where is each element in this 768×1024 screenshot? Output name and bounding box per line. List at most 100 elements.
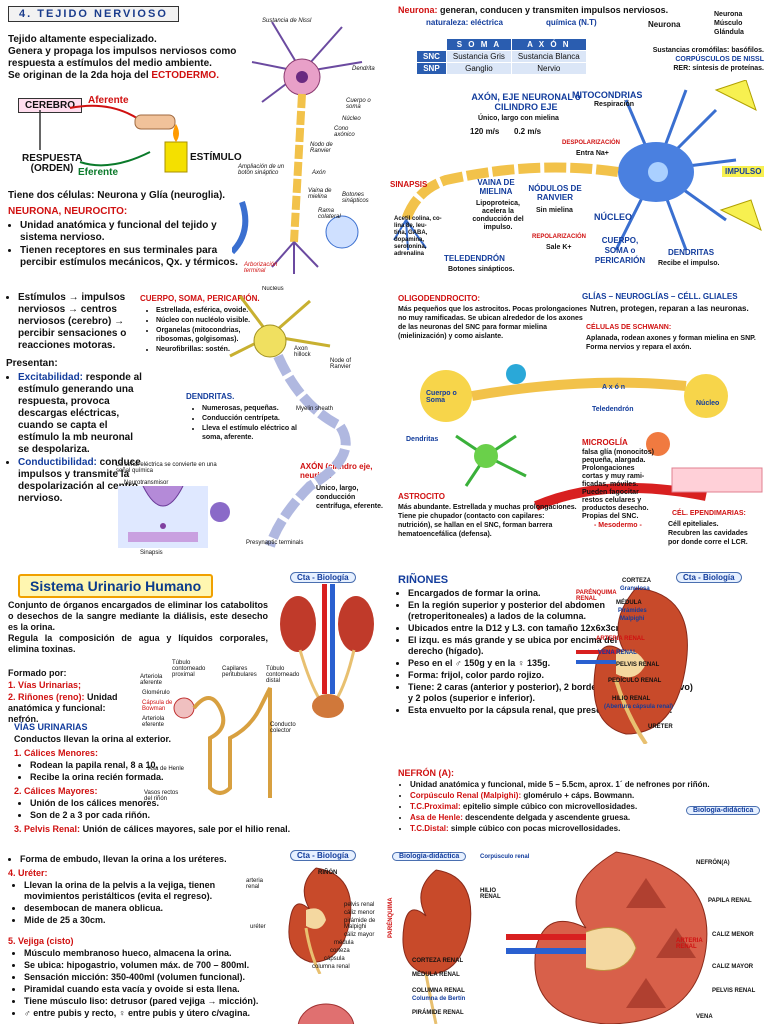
artery-shape xyxy=(576,650,616,654)
myelin-axon xyxy=(401,162,619,222)
piramide-label: pirámide de Malpighi xyxy=(344,918,376,930)
glomerulo-shape xyxy=(173,697,195,719)
list-item: T.C.Proximal: epitelio simple cúbico con… xyxy=(410,802,720,812)
axon-text: Único, largo con mielina xyxy=(478,115,559,122)
cells-text: Tiene dos células: Neurona y Glía (neuro… xyxy=(8,190,226,201)
microglia-shape xyxy=(646,432,670,456)
synapse-diagram xyxy=(118,486,208,548)
vaina-label: Vaina de mielina xyxy=(308,188,332,200)
neurona-heading: Neurona: xyxy=(398,5,438,15)
cuerpo-heading: CUERPO, SOMA, PERICARIÓN. xyxy=(140,294,260,303)
nissl-line: CORPÚSCULOS DE NISSL xyxy=(675,56,764,63)
kidney-small-diagram xyxy=(288,867,352,974)
tcp-label: Túbulo contorneado proximal xyxy=(172,660,206,678)
vena-cava-shape xyxy=(330,584,335,694)
candle-icon xyxy=(164,141,188,173)
speed-no-myelin: 0.2 m/s xyxy=(514,127,542,136)
section-title: Sistema Urinario Humano xyxy=(18,574,214,598)
ectodermo-label: ECTODERMO. xyxy=(151,70,219,81)
columna-label: columna renal xyxy=(312,964,350,970)
meso-label: - Mesodermo - xyxy=(594,522,642,529)
formado-label: Formado por: xyxy=(8,668,67,678)
bouton-zoom xyxy=(325,215,359,249)
parenquima-label: PARÉNQUIMA xyxy=(388,897,394,938)
terminal-shape xyxy=(393,219,427,251)
list-item: Esta envuelto por la cápsula renal, que … xyxy=(408,705,738,716)
list-item: Tiene: 2 caras (anterior y posterior), 2… xyxy=(408,682,698,704)
list-item: T.C.Distal: simple cúbico con pocas micr… xyxy=(410,824,720,834)
arteria-label: arteria renal xyxy=(246,878,264,890)
teled-label: TELEDENDRÓN xyxy=(444,254,505,263)
bertin-label: Columna de Bertín xyxy=(412,996,466,1002)
schwann-heading: CÉLULAS DE SCHWANN: xyxy=(586,324,672,331)
panel-ureter-vejiga: Cta - Biología Forma de embudo, llevan l… xyxy=(0,848,384,1024)
teled-label: Teledendrón xyxy=(592,406,634,413)
panel-glias: OLIGODENDROCITO: Más pequeños que los as… xyxy=(386,286,768,568)
quimica-label: química (N.T) xyxy=(546,18,597,27)
arteria-label: ARTERIA RENAL xyxy=(676,938,703,950)
pelvis-label: PELVIS RENAL xyxy=(712,988,756,994)
tcd-label: Túbulo contorneado distal xyxy=(266,666,300,684)
dend-list: Numerosas, pequeñas.Conducción centrípet… xyxy=(190,404,310,443)
axon-list: Único, largo, conducción centrífuga, efe… xyxy=(304,484,384,512)
dendrita-label: Dendrita xyxy=(352,66,375,72)
panel-tejido-nervioso: 4. TEJIDO NERVIOSO Tejido altamente espe… xyxy=(0,0,384,284)
dendritas-label: DENDRITAS xyxy=(668,248,715,257)
list-item: Encargados de formar la orina. xyxy=(408,588,630,599)
propiedades-list: Excitabilidad: responde al estímulo gene… xyxy=(6,372,146,506)
vasos-label: Vasos rectos del riñón xyxy=(144,790,179,802)
syn-caption: La señal eléctrica se convierte en una s… xyxy=(116,462,217,474)
botones-label: Botones sinápticos xyxy=(342,192,369,204)
panel-sistema-urinario: Sistema Urinario Humano Cta - Biología C… xyxy=(0,570,384,846)
nucleus-label: Nucleus xyxy=(262,286,284,292)
cal-may-list: Unión de los cálices menores.Son de 2 a … xyxy=(18,798,159,822)
eferente-arrow xyxy=(79,151,151,167)
columna-label: COLUMNA RENAL xyxy=(412,988,465,994)
neurona-list: Unidad anatómica y funcional del tejido … xyxy=(8,220,248,270)
cal-may-heading: 2. Cálices Mayores: xyxy=(14,786,98,796)
nefron-list: Unidad anatómica y funcional, mide 5 – 5… xyxy=(398,780,720,835)
ependymal-shape xyxy=(671,467,763,493)
rinones-item: 2. Riñones (reno): xyxy=(8,692,85,702)
nucleus-shape xyxy=(648,162,668,182)
rama-label: Rama colateral xyxy=(318,208,341,220)
list-item: Unidad anatómica y funcional, mide 5 – 5… xyxy=(410,780,720,790)
mito-label: MITOCONDRIAS xyxy=(572,90,643,100)
medula-label: médula xyxy=(334,940,354,946)
eferente-label: Arteriola eferente xyxy=(142,716,165,728)
capsula-label: cápsula xyxy=(324,956,345,962)
list-item: Corpúsculo Renal (Malpighi): glomérulo +… xyxy=(410,791,720,801)
brand-badge: Cta - Biología xyxy=(290,572,356,583)
vias-heading: VÍAS URINARIAS xyxy=(14,722,88,732)
presentan-label: Presentan: xyxy=(6,358,58,369)
reflex-diagram xyxy=(39,104,188,173)
vaina-heading: VAINA DE MIELINA xyxy=(477,178,515,196)
granulosa-label: Granulosa xyxy=(620,586,650,592)
list-item: Forma: frijol, color pardo rojizo. xyxy=(408,670,630,681)
glias-text: Nutren, protegen, reparan a las neuronas… xyxy=(590,304,749,313)
ureter-label: uréter xyxy=(250,924,266,930)
medula-label: MÉDULA RENAL xyxy=(412,972,460,978)
estimulos-list: Estímulos → impulsos nerviosos → centros… xyxy=(6,292,148,353)
abertura-label: (Abertura cápsula renal) xyxy=(604,704,674,710)
eferente-label: Eferente xyxy=(78,167,119,178)
terminal-shape xyxy=(271,241,319,274)
piramide-label: PIRÁMIDE RENAL xyxy=(412,1010,464,1016)
cal-men-heading: 1. Cálices Menores: xyxy=(14,748,99,758)
sinapsis-label: SINAPSIS xyxy=(390,180,428,189)
astro-heading: ASTROCITO xyxy=(398,492,445,501)
myelin-label: Myelin sheath xyxy=(296,406,334,412)
pediculo-label: PEDÍCULO RENAL xyxy=(608,678,662,684)
intro-line: Tejido altamente especializado. xyxy=(8,34,157,45)
respuesta-label: RESPUESTA (ORDEN) xyxy=(22,153,83,174)
blue-axon xyxy=(232,201,249,255)
ureter-heading: 4. Uréter: xyxy=(8,868,48,878)
caliz-mayor-label: cáliz mayor xyxy=(344,932,375,938)
cal-men-list: Rodean la papila renal, 8 a 10.Recibe la… xyxy=(18,760,164,784)
list-item: Tienen receptores en sus terminales para… xyxy=(20,245,248,269)
colector-label: Conducto colector xyxy=(270,722,296,734)
